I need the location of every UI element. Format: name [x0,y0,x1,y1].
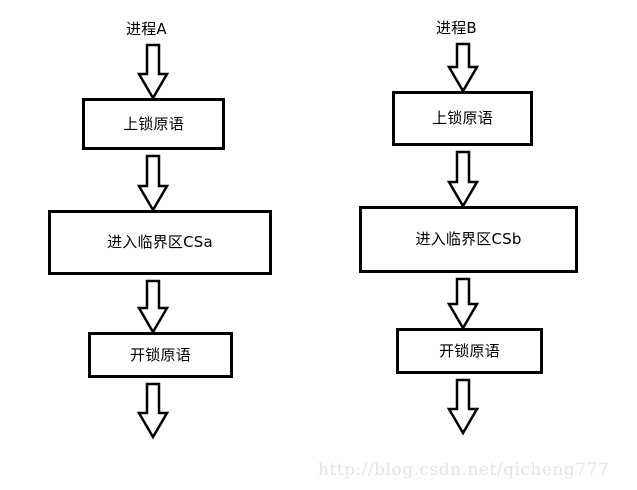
node-unlock-primitive-a: 开锁原语 [88,332,233,378]
node-label-unlock-primitive-a: 开锁原语 [130,345,191,364]
arrow-glyph [136,279,170,335]
arrow-glyph [446,277,480,331]
arrow-glyph [136,43,170,101]
arrow-a-lock-to-cs [136,154,170,213]
arrow-glyph [136,154,170,213]
node-lock-primitive-b: 上锁原语 [392,91,533,146]
arrow-glyph [446,150,480,209]
arrow-glyph [136,382,170,440]
arrow-b-exit [446,378,480,436]
arrow-glyph [446,42,480,94]
arrow-a-cs-to-unlock [136,279,170,335]
watermark-text: http://blog.csdn.net/qicheng777 [318,460,610,480]
node-critical-section-a: 进入临界区CSa [48,210,272,275]
node-label-critical-section-a: 进入临界区CSa [107,233,213,251]
node-label-unlock-primitive-b: 开锁原语 [439,341,500,360]
entry-label-process-b: 进程B [436,19,477,37]
node-lock-primitive-a: 上锁原语 [82,98,225,150]
arrow-a-exit [136,382,170,440]
arrow-b-cs-to-unlock [446,277,480,331]
arrow-glyph [446,378,480,436]
arrow-b-lock-to-cs [446,150,480,209]
node-critical-section-b: 进入临界区CSb [359,206,578,273]
node-unlock-primitive-b: 开锁原语 [396,328,543,374]
entry-label-process-a: 进程A [126,20,167,38]
node-label-lock-primitive-b: 上锁原语 [432,109,493,127]
arrow-b-entry [446,42,480,94]
node-label-lock-primitive-a: 上锁原语 [123,114,184,133]
node-label-critical-section-b: 进入临界区CSb [415,230,522,248]
arrow-a-entry [136,43,170,101]
